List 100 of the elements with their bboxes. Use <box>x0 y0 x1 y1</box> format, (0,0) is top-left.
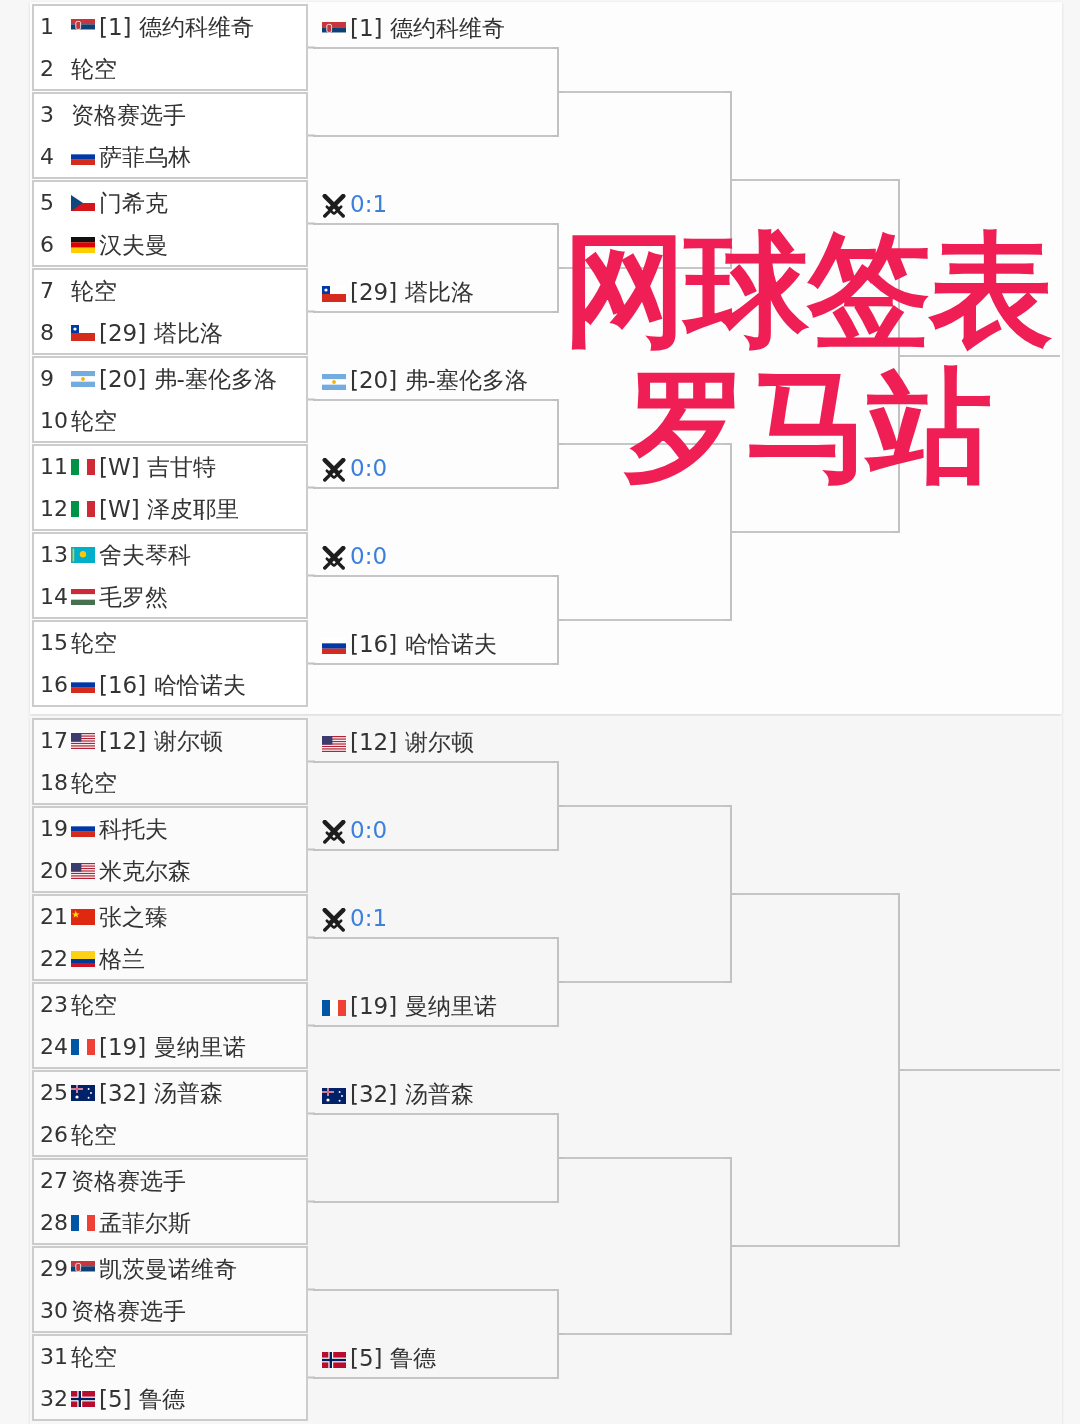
draw-position-number: 15 <box>40 630 68 656</box>
draw-position-number: 20 <box>40 858 68 884</box>
bracket-connector <box>307 222 321 225</box>
draw-position-number: 5 <box>40 190 54 216</box>
player-name: 轮空 <box>71 408 117 434</box>
bracket-connector <box>307 398 321 401</box>
player-name: 轮空 <box>71 56 117 82</box>
draw-position-number: 31 <box>40 1344 68 1370</box>
head-to-head-score: 0:0 <box>350 817 387 843</box>
player-name: 轮空 <box>71 630 117 656</box>
bracket-connector <box>307 760 321 763</box>
title: 网球签表罗马站 <box>562 222 1053 494</box>
bracket-connector <box>551 619 565 665</box>
bracket-connector <box>307 1376 321 1379</box>
match-box <box>32 894 308 981</box>
player-name: 轮空 <box>71 1122 117 1148</box>
bracket-connector <box>551 805 565 851</box>
draw-position-number: 13 <box>40 542 68 568</box>
bracket-connector <box>307 46 321 49</box>
draw-position-number: 17 <box>40 728 68 754</box>
player-name: 轮空 <box>71 770 117 796</box>
bracket-connector <box>307 1288 321 1291</box>
player-name: [29] 塔比洛 <box>350 279 474 305</box>
draw-position-number: 28 <box>40 1210 68 1236</box>
player-name: [5] 鲁德 <box>350 1345 436 1371</box>
player-name: 萨菲乌林 <box>99 144 191 170</box>
bracket-connector <box>724 179 738 269</box>
bracket-connector <box>307 1112 321 1115</box>
player-name: [19] 曼纳里诺 <box>350 993 497 1019</box>
player-name: [32] 汤普森 <box>99 1080 223 1106</box>
bracket-connector <box>551 981 565 1027</box>
draw-position-number: 25 <box>40 1080 68 1106</box>
player-name: [W] 吉甘特 <box>99 454 216 480</box>
draw-position-number: 2 <box>40 56 54 82</box>
player-name: [20] 弗-塞伦多洛 <box>99 366 277 392</box>
draw-position-number: 27 <box>40 1168 68 1194</box>
player-name: [12] 谢尔顿 <box>99 728 223 754</box>
player-name: 汉夫曼 <box>99 232 168 258</box>
draw-position-number: 8 <box>40 320 54 346</box>
player-name: [1] 德约科维奇 <box>99 14 254 40</box>
player-name: 舍夫琴科 <box>99 542 191 568</box>
draw-position-number: 22 <box>40 946 68 972</box>
match-box <box>32 1334 308 1421</box>
player-name: 门希克 <box>99 190 168 216</box>
match-box <box>32 532 308 619</box>
player-name: 毛罗然 <box>99 584 168 610</box>
match-box <box>32 620 308 707</box>
match-box <box>32 1246 308 1333</box>
player-name: 孟菲尔斯 <box>99 1210 191 1236</box>
player-name: 米克尔森 <box>99 858 191 884</box>
draw-position-number: 10 <box>40 408 68 434</box>
match-box <box>32 718 308 805</box>
player-name: [W] 泽皮耶里 <box>99 496 239 522</box>
player-name: [32] 汤普森 <box>350 1081 474 1107</box>
head-to-head-score: 0:1 <box>350 905 387 931</box>
draw-position-number: 23 <box>40 992 68 1018</box>
player-name: [16] 哈恰诺夫 <box>350 631 497 657</box>
bracket-connector <box>892 355 906 533</box>
bracket-connector <box>724 531 738 621</box>
bracket-connector <box>724 1245 738 1335</box>
draw-position-number: 16 <box>40 672 68 698</box>
bracket-connector <box>307 574 321 577</box>
player-name: 资格赛选手 <box>71 1168 186 1194</box>
player-name: 科托夫 <box>99 816 168 842</box>
match-box <box>32 1070 308 1157</box>
bracket-connector <box>307 936 321 939</box>
head-to-head-score: 0:0 <box>350 455 387 481</box>
bracket-connector <box>307 1024 321 1027</box>
bracket-connector <box>551 91 565 137</box>
player-name: 张之臻 <box>99 904 168 930</box>
player-name: [19] 曼纳里诺 <box>99 1034 246 1060</box>
match-box <box>32 4 308 91</box>
bracket-connector <box>551 1157 565 1203</box>
bracket-connector <box>551 267 565 313</box>
match-box <box>32 444 308 531</box>
bracket-connector <box>307 486 321 489</box>
draw-position-number: 18 <box>40 770 68 796</box>
player-name: 格兰 <box>99 946 145 972</box>
draw-position-number: 6 <box>40 232 54 258</box>
match-box <box>32 806 308 893</box>
draw-position-number: 32 <box>40 1386 68 1412</box>
draw-position-number: 12 <box>40 496 68 522</box>
match-box <box>32 92 308 179</box>
player-name: [20] 弗-塞伦多洛 <box>350 367 528 393</box>
player-name: 轮空 <box>71 278 117 304</box>
match-box <box>32 356 308 443</box>
draw-position-number: 3 <box>40 102 54 128</box>
draw-position-number: 7 <box>40 278 54 304</box>
bracket-connector <box>307 1200 321 1203</box>
bracket-connector <box>551 443 565 489</box>
draw-position-number: 26 <box>40 1122 68 1148</box>
match-box <box>32 180 308 267</box>
player-name: [1] 德约科维奇 <box>350 15 505 41</box>
draw-position-number: 11 <box>40 454 68 480</box>
draw-position-number: 19 <box>40 816 68 842</box>
bracket-connector <box>551 1333 565 1379</box>
player-name: [5] 鲁德 <box>99 1386 185 1412</box>
draw-position-number: 24 <box>40 1034 68 1060</box>
bracket-connector <box>724 893 738 983</box>
draw-position-number: 14 <box>40 584 68 610</box>
